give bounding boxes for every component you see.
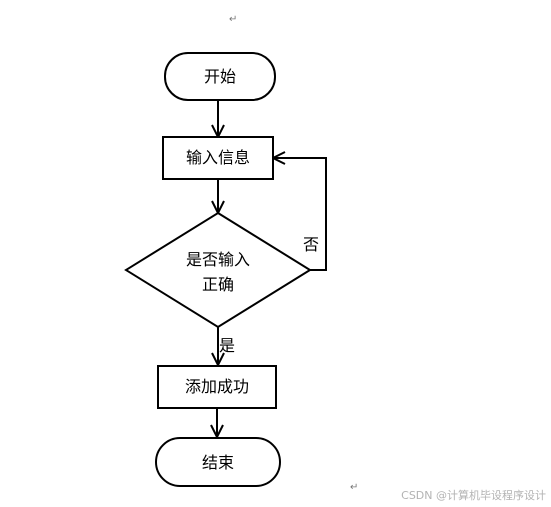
end-label: 结束 [202,453,234,472]
input-process-shape [162,136,274,180]
input-label: 输入信息 [186,148,250,167]
decision-label-line2: 正确 [202,275,234,294]
success-process-shape [157,365,277,409]
csdn-watermark: CSDN @计算机毕设程序设计 [401,488,546,502]
edge-no-loop-back [273,158,327,271]
edge-yes-label: 是 [219,336,235,355]
paragraph-mark-bottom: ↵ [350,482,358,493]
decision-diamond-shape [124,211,312,329]
start-label: 开始 [204,67,236,86]
start-terminal-shape [164,52,276,101]
decision-label-line1: 是否输入 [186,250,250,269]
edge-no-label: 否 [303,235,319,254]
end-terminal-shape [155,437,281,487]
paragraph-mark-top: ↵ [229,14,237,25]
success-label: 添加成功 [185,377,249,396]
